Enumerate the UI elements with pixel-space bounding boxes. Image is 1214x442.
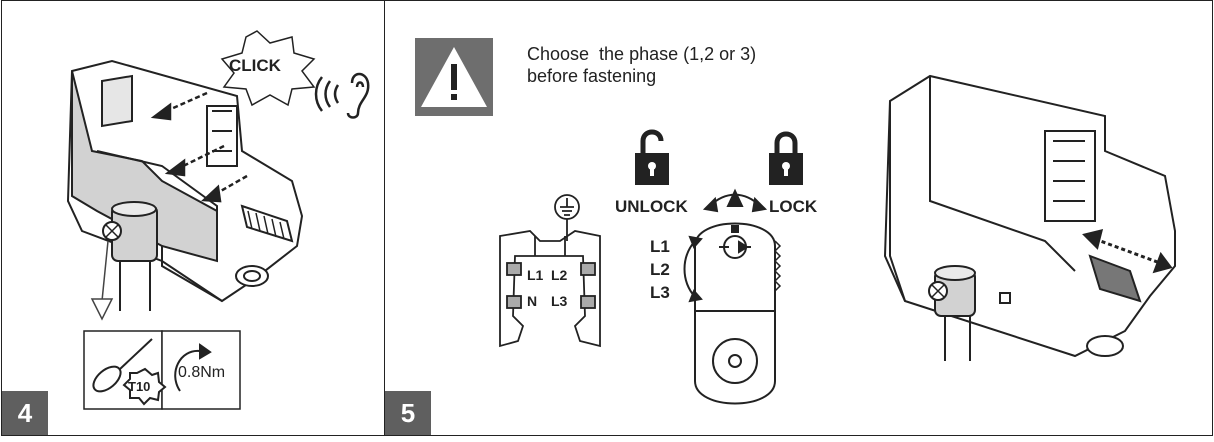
slide-direction-arrow — [1082, 228, 1173, 274]
warning-text: Choose the phase (1,2 or 3) before faste… — [527, 43, 756, 87]
screwdriver-icon — [92, 338, 167, 406]
phase-label-l1: L1 — [650, 237, 670, 256]
track-label-n: N — [527, 293, 537, 309]
phase-rotate-arrow — [683, 235, 703, 303]
track-label-l3: L3 — [551, 293, 568, 309]
warning-triangle-icon — [415, 38, 493, 116]
click-burst-icon — [220, 30, 316, 107]
phase-label-l3: L3 — [650, 283, 670, 302]
ground-symbol-icon — [554, 194, 580, 241]
tool-label: T10 — [128, 379, 150, 394]
step-4-panel: CLICK T10 — [1, 0, 385, 436]
track-label-l2: L2 — [551, 267, 568, 283]
step-4-illustration: CLICK T10 — [66, 30, 370, 410]
torque-label: 0.8Nm — [178, 364, 225, 381]
lock-open-icon — [635, 129, 669, 185]
warning-line-2: before fastening — [527, 66, 657, 86]
warning-line-1: Choose the phase (1,2 or 3) — [527, 44, 757, 64]
click-label: CLICK — [229, 56, 282, 75]
track-adapter-side-view — [883, 74, 1176, 361]
phase-label-l2: L2 — [650, 260, 670, 279]
screw-pointer-arrow — [90, 240, 114, 321]
lock-closed-icon — [769, 131, 803, 185]
step-5-panel: L1 L2 N L3 UNLOCK LOCK — [384, 0, 1213, 436]
step-4-badge: 4 — [2, 391, 48, 435]
phase-selector — [694, 188, 782, 405]
track-profile — [499, 230, 601, 348]
ear-icon — [314, 72, 370, 119]
unlock-label: UNLOCK — [615, 197, 688, 216]
step-5-illustration: L1 L2 N L3 UNLOCK LOCK — [415, 38, 1176, 405]
rotate-arrow-icon — [174, 343, 212, 392]
track-label-l1: L1 — [527, 267, 544, 283]
lock-label: LOCK — [769, 197, 818, 216]
step-5-badge: 5 — [385, 391, 431, 435]
push-arrows — [150, 91, 248, 203]
cable-gland — [102, 201, 158, 311]
